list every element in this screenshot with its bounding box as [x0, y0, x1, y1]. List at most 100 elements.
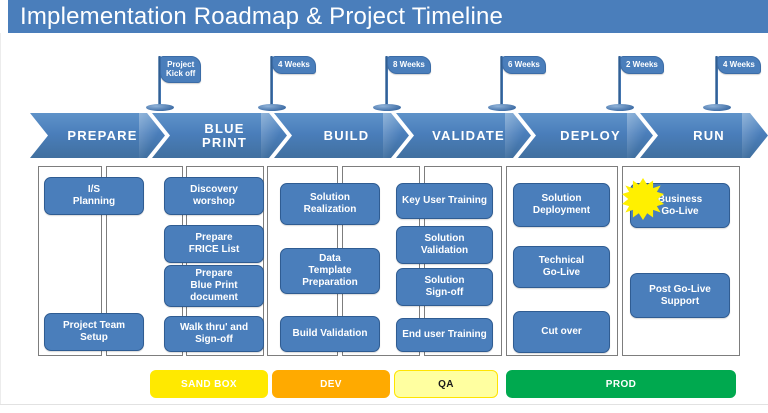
phase-label-line1: DEPLOY — [560, 127, 621, 143]
task-label-line1: Discovery — [190, 184, 238, 195]
task-label-line2: Sign-off — [425, 287, 464, 298]
phase-label-line1: VALIDATE — [432, 127, 505, 143]
phase-label-prepare: PREPARE — [57, 129, 137, 143]
flag-base-icon — [146, 104, 174, 111]
flag-label-line1: 2 Weeks — [626, 60, 658, 69]
chevron-gloss — [742, 113, 768, 158]
phase-chevron-run[interactable]: RUN — [640, 113, 768, 158]
env-prod[interactable]: PROD — [506, 370, 736, 398]
flag-label-four-weeks-blueprint: 4 Weeks — [272, 56, 316, 74]
task-label-line1: Solution — [424, 233, 465, 244]
task-label-line2: Setup — [80, 332, 108, 343]
flag-pole-icon — [158, 56, 161, 108]
flag-pole-icon — [618, 56, 621, 108]
task-label-line2: Sign-off — [195, 334, 233, 345]
env-dev[interactable]: DEV — [272, 370, 390, 398]
env-qa[interactable]: QA — [394, 370, 498, 398]
phase-chevron-build[interactable]: BUILD — [274, 113, 409, 158]
flag-base-icon — [488, 104, 516, 111]
title-bar: Implementation Roadmap & Project Timelin… — [8, 0, 768, 33]
flag-label-line2: Kick off — [166, 69, 196, 78]
task-label-line1: I/S — [87, 184, 101, 195]
env-sandbox[interactable]: SAND BOX — [150, 370, 268, 398]
task-build-validation[interactable]: Build Validation — [280, 316, 380, 352]
task-label-line1: Walk thru' and — [179, 322, 249, 333]
task-label-line1: Solution — [541, 193, 582, 204]
task-label: Key User Training — [402, 195, 487, 207]
flag-base-icon — [373, 104, 401, 111]
phase-label-deploy: DEPLOY — [550, 129, 621, 143]
environment-label: PROD — [605, 378, 637, 390]
flag-label-line1: 4 Weeks — [278, 60, 310, 69]
task-label-line1: Solution — [424, 275, 465, 286]
flag-label-two-weeks-deploy: 2 Weeks — [620, 56, 664, 74]
task-label: End user Training — [402, 329, 486, 341]
task-label: Cut over — [541, 326, 582, 338]
task-label-line1: Solution — [309, 192, 350, 203]
task-label-line1: Cut over — [541, 326, 582, 337]
flag-pole-icon — [385, 56, 388, 108]
task-label-line1: Data — [319, 253, 341, 264]
phase-label-line1: BLUE — [204, 120, 245, 136]
phase-label-validate: VALIDATE — [422, 129, 505, 143]
task-label-line1: Key User Training — [401, 195, 488, 206]
flag-label-line1: Project — [167, 60, 195, 69]
flag-label-line1: 4 Weeks — [723, 60, 755, 69]
environment-label: SAND BOX — [181, 378, 237, 390]
task-key-user-training[interactable]: Key User Training — [396, 183, 493, 219]
task-label-line1: End user Training — [402, 329, 487, 340]
phase-chevron-prepare[interactable]: PREPARE — [30, 113, 165, 158]
task-end-user-training[interactable]: End user Training — [396, 318, 493, 352]
phase-label-run: RUN — [683, 129, 725, 143]
task-label-line2: Planning — [72, 196, 116, 207]
phase-label-line1: BUILD — [323, 127, 370, 143]
phase-chevron-validate[interactable]: VALIDATE — [396, 113, 531, 158]
task-label-line1: Project Team — [62, 320, 126, 331]
phase-label-build: BUILD — [314, 129, 370, 143]
flag-pole-icon — [715, 56, 718, 108]
task-label-line1: Build Validation — [292, 328, 368, 339]
task-label-line1: Post Go-Live — [649, 283, 711, 295]
task-label-line2: Go-Live — [661, 205, 699, 217]
task-label-line2: Go-Live — [542, 267, 581, 278]
phase-chevron-deploy[interactable]: DEPLOY — [518, 113, 653, 158]
task-label-line2: Blue Print — [190, 280, 238, 291]
page-title: Implementation Roadmap & Project Timelin… — [20, 3, 504, 30]
phase-label-line2: PRINT — [202, 134, 247, 150]
environment-label: DEV — [320, 378, 342, 390]
task-label-line1: Prepare — [195, 268, 233, 279]
task-label-line2: Realization — [303, 204, 357, 215]
task-cut-over[interactable]: Cut over — [513, 311, 610, 353]
task-label-line2: FRICE List — [188, 244, 240, 255]
task-label-line2: worshop — [193, 196, 235, 207]
flag-pole-icon — [500, 56, 503, 108]
